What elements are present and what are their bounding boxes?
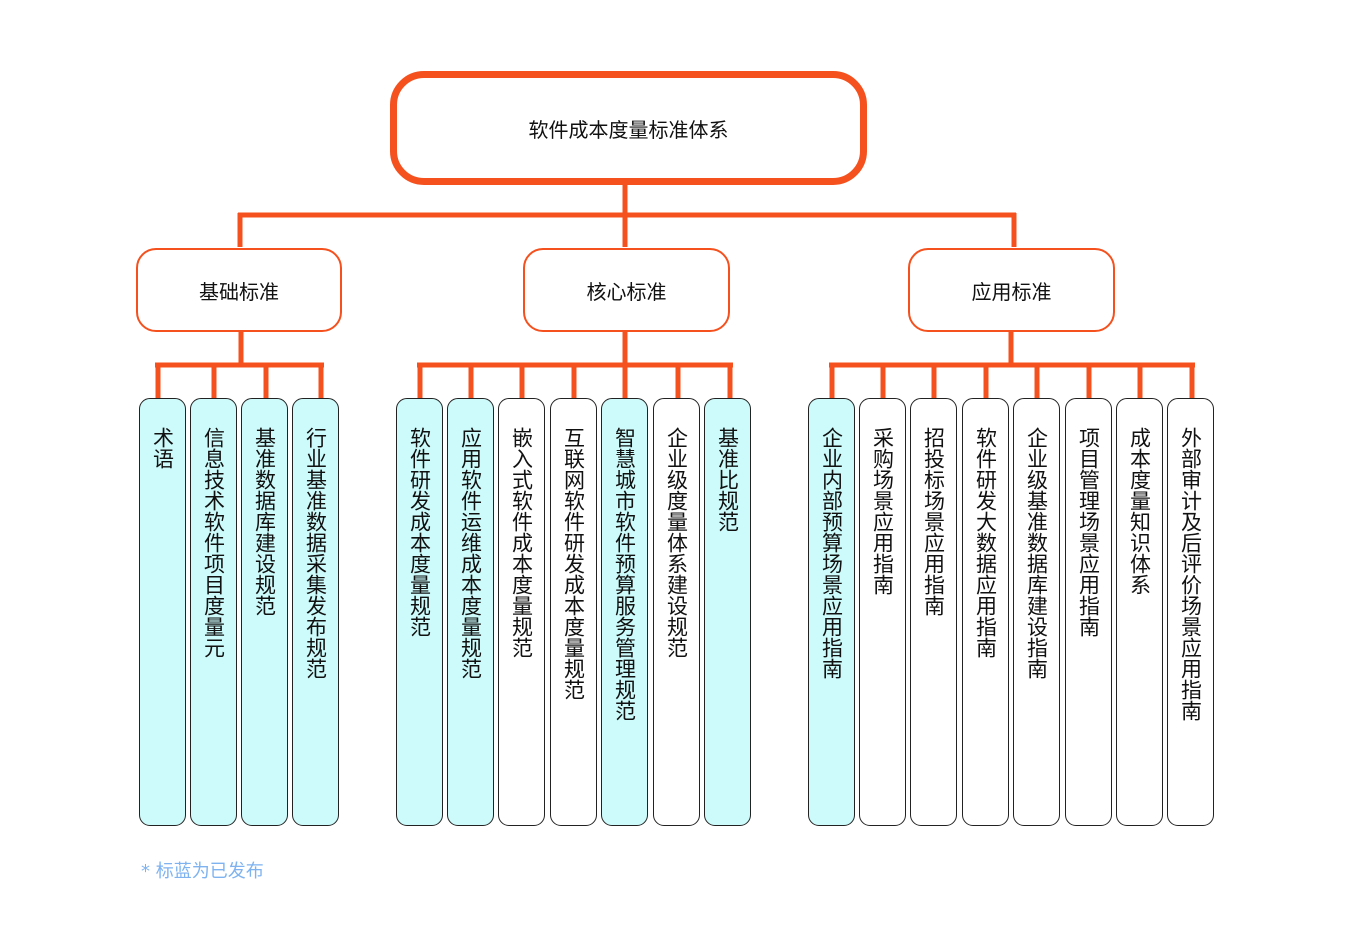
- standard-application-2: 招投标场景应用指南: [910, 398, 957, 826]
- standard-core-3: 互联网软件研发成本度量规范: [550, 398, 597, 826]
- standard-label: 采购场景应用指南: [870, 427, 895, 595]
- standard-label: 项目管理场景应用指南: [1076, 427, 1101, 637]
- standard-application-1: 采购场景应用指南: [859, 398, 906, 826]
- category-core-label: 核心标准: [586, 279, 667, 304]
- standard-basic-2: 基准数据库建设规范: [241, 398, 288, 826]
- standard-label: 软件研发成本度量规范: [407, 427, 432, 637]
- standard-label: 应用软件运维成本度量规范: [458, 427, 483, 679]
- standard-label: 基准比规范: [715, 427, 740, 532]
- standard-application-6: 成本度量知识体系: [1116, 398, 1163, 826]
- root-node: 软件成本度量标准体系: [390, 71, 867, 185]
- standard-label: 互联网软件研发成本度量规范: [561, 427, 586, 700]
- standard-label: 外部审计及后评价场景应用指南: [1178, 427, 1203, 721]
- standard-core-6: 基准比规范: [704, 398, 751, 826]
- standard-basic-0: 术语: [139, 398, 186, 826]
- standard-application-7: 外部审计及后评价场景应用指南: [1167, 398, 1214, 826]
- standard-label: 软件研发大数据应用指南: [973, 427, 998, 658]
- category-application: 应用标准: [908, 248, 1115, 332]
- standard-application-3: 软件研发大数据应用指南: [962, 398, 1009, 826]
- standard-label: 术语: [150, 427, 175, 469]
- standard-basic-3: 行业基准数据采集发布规范: [292, 398, 339, 826]
- standard-label: 行业基准数据采集发布规范: [303, 427, 328, 679]
- standard-label: 招投标场景应用指南: [921, 427, 946, 616]
- standard-label: 企业内部预算场景应用指南: [819, 427, 844, 679]
- legend-footnote: * 标蓝为已发布: [141, 861, 264, 882]
- standard-core-1: 应用软件运维成本度量规范: [447, 398, 494, 826]
- standard-core-5: 企业级度量体系建设规范: [653, 398, 700, 826]
- standard-label: 企业级基准数据库建设指南: [1024, 427, 1049, 679]
- category-application-label: 应用标准: [971, 279, 1052, 304]
- category-basic-label: 基础标准: [199, 279, 279, 304]
- standard-label: 嵌入式软件成本度量规范: [509, 427, 534, 658]
- standard-application-0: 企业内部预算场景应用指南: [808, 398, 855, 826]
- standard-core-2: 嵌入式软件成本度量规范: [498, 398, 545, 826]
- standard-label: 企业级度量体系建设规范: [664, 427, 689, 658]
- standard-core-4: 智慧城市软件预算服务管理规范: [601, 398, 648, 826]
- standard-label: 基准数据库建设规范: [252, 427, 277, 616]
- standard-label: 成本度量知识体系: [1127, 427, 1152, 595]
- standard-label: 信息技术软件项目度量元: [201, 427, 226, 658]
- standard-label: 智慧城市软件预算服务管理规范: [612, 427, 637, 721]
- standard-application-4: 企业级基准数据库建设指南: [1013, 398, 1060, 826]
- standard-basic-1: 信息技术软件项目度量元: [190, 398, 237, 826]
- root-label: 软件成本度量标准体系: [528, 117, 729, 142]
- standard-application-5: 项目管理场景应用指南: [1065, 398, 1112, 826]
- category-core: 核心标准: [523, 248, 730, 332]
- category-basic: 基础标准: [136, 248, 342, 332]
- standard-core-0: 软件研发成本度量规范: [396, 398, 443, 826]
